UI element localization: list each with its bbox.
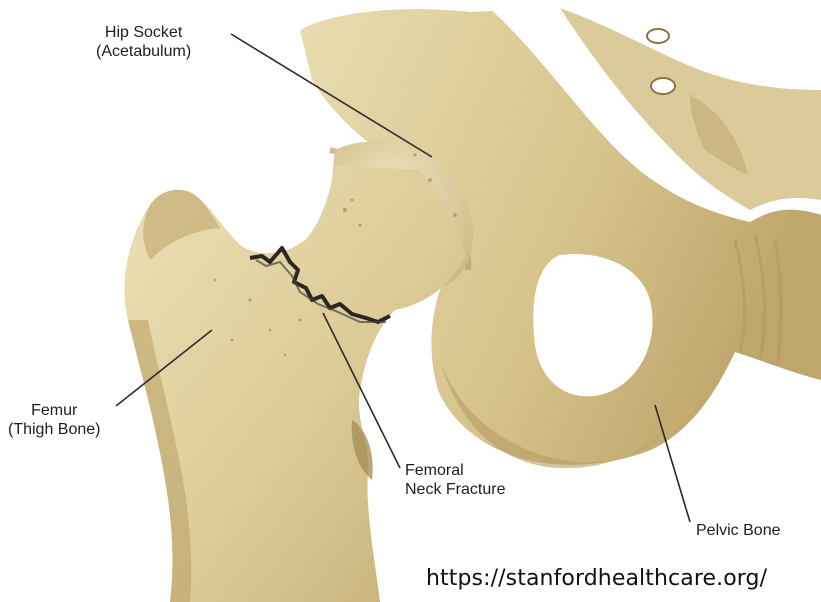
femur-label-line1: Femur [8,401,101,420]
source-url: https://stanfordhealthcare.org/ [426,566,767,591]
pelvic-bone-label: Pelvic Bone [696,521,781,540]
femur-label-line2: (Thigh Bone) [8,420,101,439]
fracture-label-line2: Neck Fracture [405,480,505,499]
fracture-label-line1: Femoral [405,461,505,480]
pelvic-bone-label-line1: Pelvic Bone [696,521,781,540]
hip-socket-label: Hip Socket (Acetabulum) [96,23,191,61]
hip-socket-label-line2: (Acetabulum) [96,42,191,61]
femur-label: Femur (Thigh Bone) [8,401,101,439]
hip-socket-label-line1: Hip Socket [96,23,191,42]
fracture-label: Femoral Neck Fracture [405,461,505,499]
femur [124,154,465,602]
